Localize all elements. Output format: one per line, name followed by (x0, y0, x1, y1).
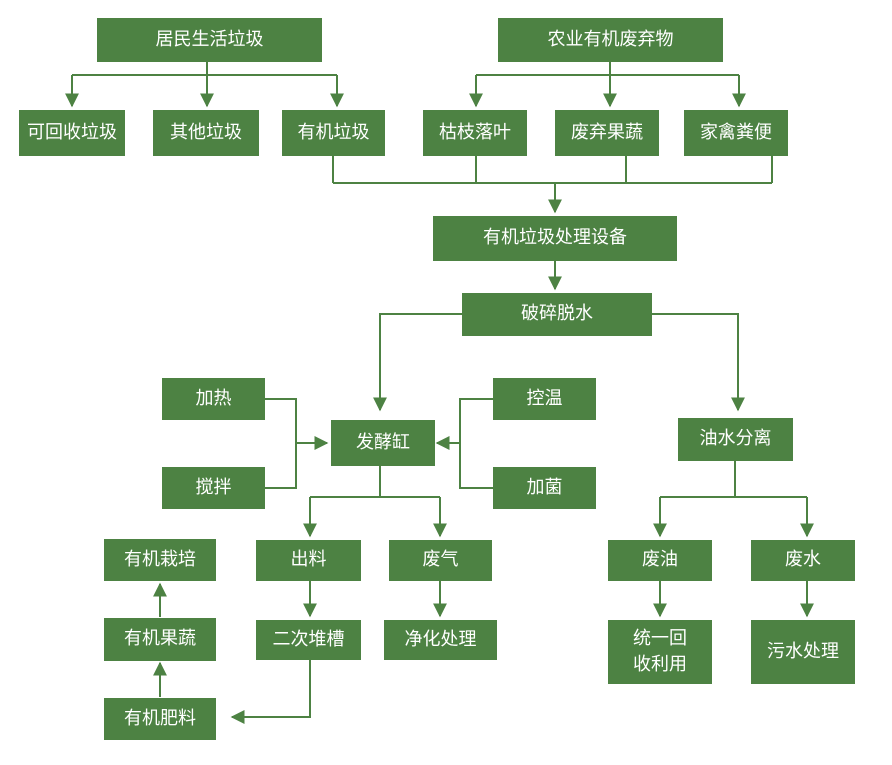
node-organic-produce: 有机果蔬 (104, 618, 216, 661)
node-stirring: 搅拌 (162, 467, 265, 509)
node-label: 可回收垃圾 (27, 121, 117, 143)
node-organic-cultivation: 有机栽培 (104, 539, 216, 581)
node-label: 有机肥料 (124, 707, 196, 729)
node-label-line2: 收利用 (633, 654, 687, 675)
node-label: 搅拌 (195, 476, 232, 498)
node-label: 加热 (195, 387, 232, 409)
node-secondary-pile: 二次堆槽 (256, 620, 361, 660)
node-label: 废油 (642, 549, 678, 571)
node-add-bacteria: 加菌 (493, 467, 596, 509)
arrow-to-oil-water (652, 313, 745, 412)
arrow-to-fermenter (373, 313, 462, 412)
node-oil-water-separation: 油水分离 (678, 418, 793, 461)
node-unified-recycling: 统一回 收利用 (608, 620, 712, 684)
node-label: 居民生活垃圾 (155, 28, 264, 50)
node-label: 枯枝落叶 (439, 121, 511, 143)
node-label: 加菌 (526, 476, 563, 498)
node-label: 二次堆槽 (272, 628, 345, 650)
node-label: 其他垃圾 (170, 121, 242, 143)
node-agri-waste: 农业有机废弃物 (498, 18, 723, 62)
node-label: 油水分离 (699, 428, 772, 450)
node-label-group: 统一回 收利用 (633, 626, 687, 678)
node-waste-oil: 废油 (608, 540, 712, 581)
node-label: 废弃果蔬 (571, 121, 643, 143)
node-manure: 家禽粪便 (684, 110, 788, 156)
line-heating (265, 398, 297, 489)
node-organic-fertilizer: 有机肥料 (104, 698, 216, 740)
node-waste-gas: 废气 (389, 540, 492, 581)
node-label: 破碎脱水 (521, 303, 593, 325)
node-equipment: 有机垃圾处理设备 (433, 216, 677, 261)
node-heating: 加热 (162, 378, 265, 420)
arrow-to-fertilizer (230, 660, 311, 724)
node-label: 废气 (422, 549, 459, 571)
node-label: 农业有机废弃物 (547, 28, 674, 50)
node-discharge: 出料 (256, 540, 361, 581)
node-label: 废水 (785, 549, 821, 571)
line-temp-bacteria (459, 398, 493, 489)
node-organic-waste: 有机垃圾 (282, 110, 385, 156)
node-fermenter: 发酵缸 (331, 420, 435, 466)
node-label: 有机垃圾 (297, 121, 370, 143)
node-label: 有机果蔬 (124, 628, 196, 650)
node-label: 有机垃圾处理设备 (483, 227, 627, 249)
node-purification: 净化处理 (384, 620, 497, 660)
node-label: 污水处理 (767, 640, 839, 662)
node-label: 发酵缸 (356, 431, 410, 453)
node-waste-water: 废水 (751, 540, 855, 581)
node-crush-dewater: 破碎脱水 (462, 293, 652, 336)
node-label: 有机栽培 (124, 548, 196, 570)
node-label: 出料 (290, 549, 327, 571)
node-sewage-treatment: 污水处理 (751, 620, 855, 684)
node-temp-control: 控温 (493, 378, 596, 420)
node-other-waste: 其他垃圾 (153, 110, 259, 156)
node-label: 净化处理 (404, 628, 477, 650)
node-dead-leaves: 枯枝落叶 (423, 110, 527, 156)
node-recyclable: 可回收垃圾 (19, 110, 125, 156)
node-label: 家禽粪便 (700, 121, 772, 143)
node-household-waste: 居民生活垃圾 (97, 18, 322, 62)
node-waste-produce: 废弃果蔬 (555, 110, 659, 156)
node-label-line1: 统一回 (633, 627, 687, 649)
node-label: 控温 (526, 387, 563, 409)
